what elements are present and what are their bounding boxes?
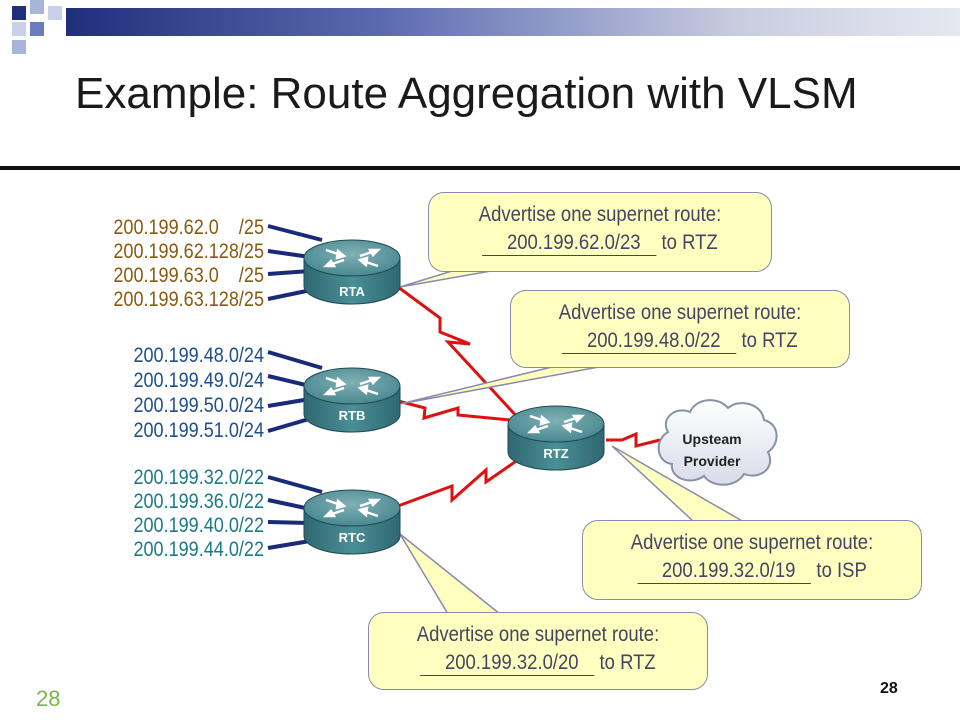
callout-rtz-line2: 200.199.32.0/19 to ISP: [603, 559, 900, 584]
callout-rtz-target: to ISP: [816, 559, 867, 582]
callout-rtc-route: 200.199.32.0/20: [420, 651, 595, 676]
callout-rtb-line2: 200.199.48.0/22 to RTZ: [531, 329, 828, 354]
router-rtc-label: RTC: [339, 530, 366, 545]
callout-rtz-text: Advertise one supernet route:: [630, 531, 874, 554]
callout-rtc-line2: 200.199.32.0/20 to RTZ: [389, 651, 686, 676]
router-rtb-label: RTB: [339, 408, 366, 423]
router-rtb: RTB: [303, 367, 401, 433]
callout-rtb-text: Advertise one supernet route:: [558, 301, 802, 324]
callout-rtc-text: Advertise one supernet route:: [416, 623, 660, 646]
callout-rta-text: Advertise one supernet route:: [478, 203, 722, 226]
router-rta-label: RTA: [339, 284, 365, 299]
callout-tail-rtc: [399, 533, 503, 615]
decor-square: [12, 22, 26, 36]
callout-rtb-target: to RTZ: [741, 329, 798, 352]
serial-link-rtz-isp: [606, 431, 661, 448]
network-label-rta: 200.199.63.128/25: [113, 288, 264, 311]
network-label-rtb: 200.199.50.0/24: [133, 394, 264, 417]
decor-square: [30, 22, 44, 36]
callout-rtc-target: to RTZ: [599, 651, 656, 674]
cloud-icon: Upsteam Provider: [657, 399, 778, 486]
callout-rtz: Advertise one supernet route: 200.199.32…: [582, 520, 922, 600]
page-number-left: 28: [36, 686, 61, 711]
title-underline: [0, 166, 960, 170]
decor-bar: [66, 8, 960, 36]
network-label-rtc: 200.199.40.0/22: [133, 514, 264, 537]
router-rta: RTA: [303, 239, 401, 305]
router-rtz-label: RTZ: [543, 446, 568, 461]
network-label-rtb: 200.199.51.0/24: [133, 419, 264, 442]
decor-square: [12, 6, 26, 20]
cloud-label-line2: Provider: [684, 453, 741, 469]
network-label-rta: 200.199.63.0 /25: [113, 264, 264, 287]
network-label-rta: 200.199.62.0 /25: [113, 216, 264, 239]
callout-rtb: Advertise one supernet route: 200.199.48…: [510, 290, 850, 368]
decor-square: [30, 0, 44, 14]
callout-rta: Advertise one supernet route: 200.199.62…: [428, 192, 772, 272]
serial-link-rtc-rtz: [397, 453, 526, 508]
callout-rtc: Advertise one supernet route: 200.199.32…: [368, 612, 708, 690]
callout-rta-route: 200.199.62.0/23: [482, 231, 657, 256]
decor-square: [48, 6, 62, 20]
network-label-rtb: 200.199.48.0/24: [133, 344, 264, 367]
network-label-rta: 200.199.62.128/25: [113, 240, 264, 263]
callout-rtb-route: 200.199.48.0/22: [562, 329, 737, 354]
page-number-right: 28: [880, 680, 898, 697]
serial-link-rta-rtz: [397, 285, 522, 422]
decor-square: [12, 40, 26, 54]
cloud-label-line1: Upsteam: [682, 431, 741, 447]
callout-rta-line2: 200.199.62.0/23 to RTZ: [450, 231, 751, 256]
router-rtc: RTC: [303, 489, 401, 555]
network-label-rtc: 200.199.32.0/22: [133, 466, 264, 489]
callout-rtz-route: 200.199.32.0/19: [637, 559, 812, 584]
network-label-rtc: 200.199.36.0/22: [133, 490, 264, 513]
network-label-rtb: 200.199.49.0/24: [133, 369, 264, 392]
network-label-rtc: 200.199.44.0/22: [133, 538, 264, 561]
callout-rta-target: to RTZ: [661, 231, 718, 254]
serial-link-rtb-rtz: [397, 399, 511, 422]
page-title: Example: Route Aggregation with VLSM: [75, 69, 858, 118]
router-rtz: RTZ: [507, 405, 605, 471]
